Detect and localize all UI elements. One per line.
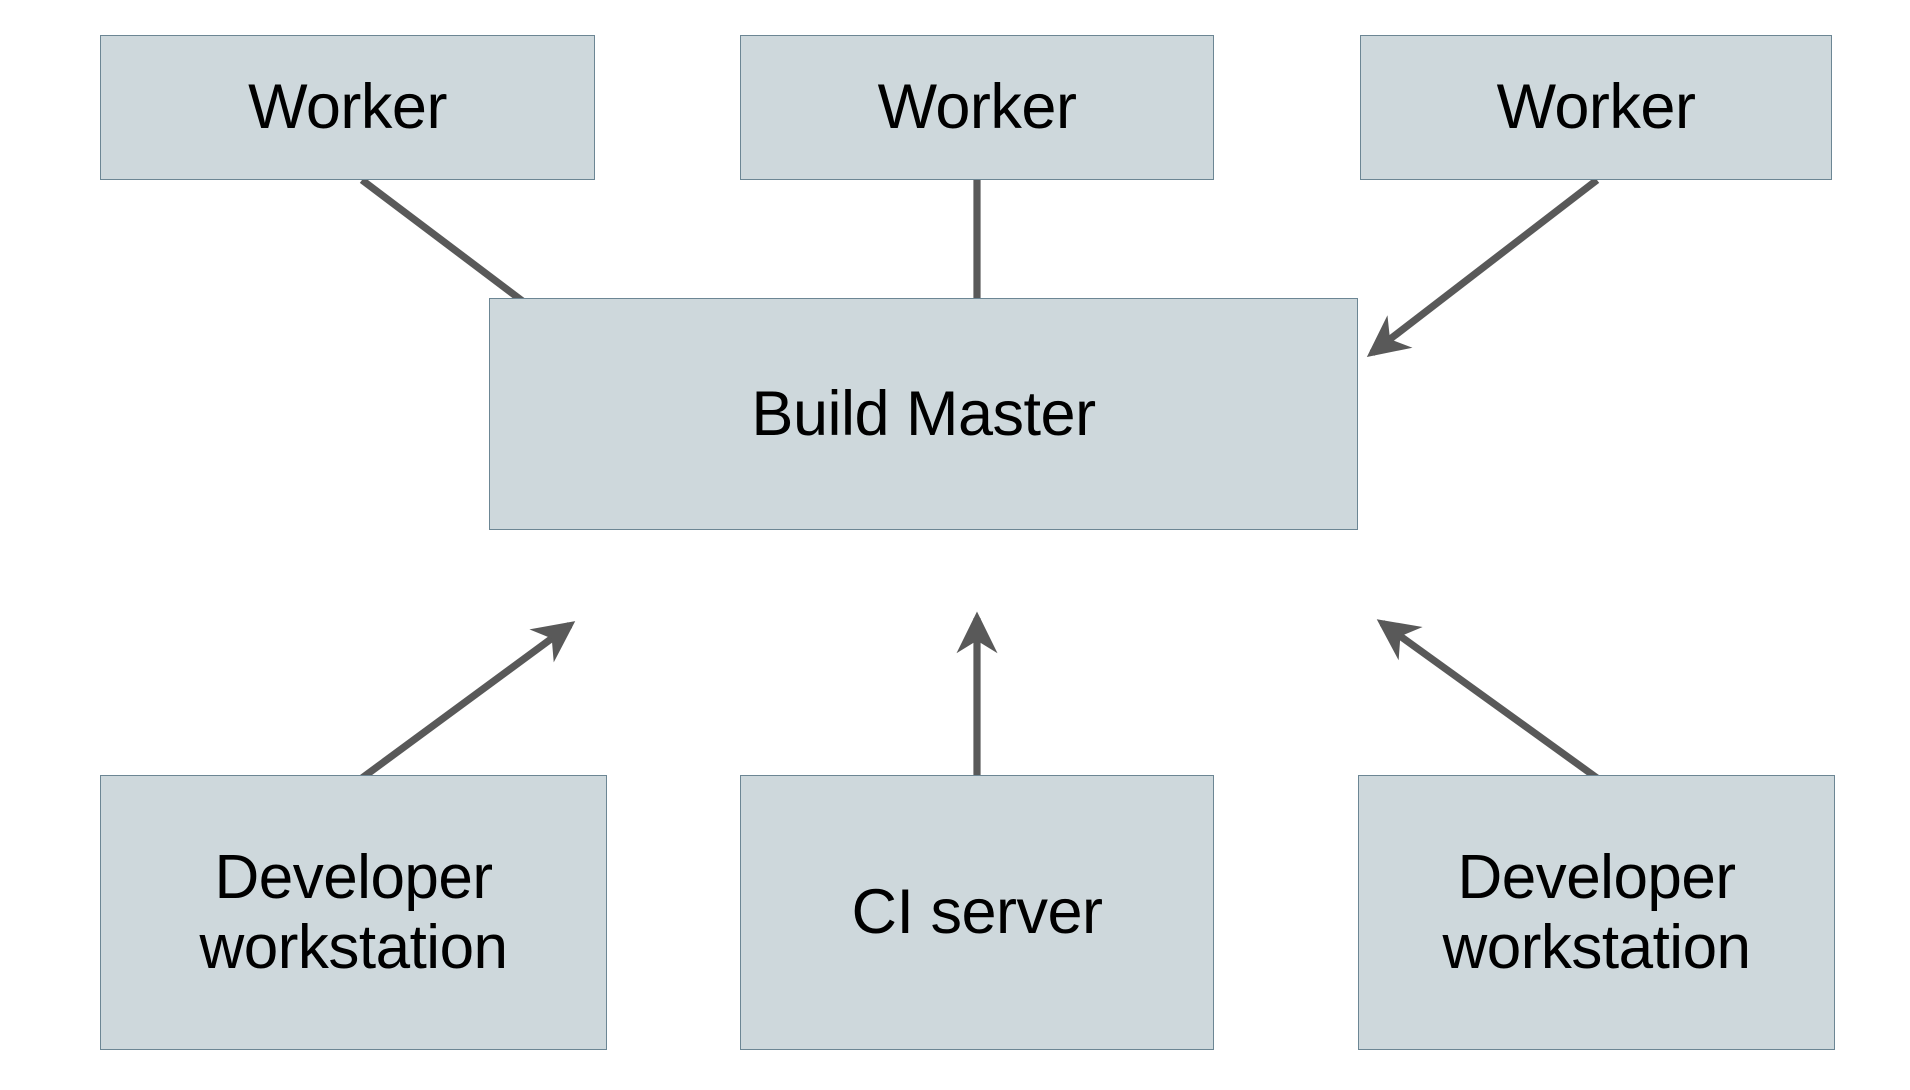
node-label-worker-3: Worker	[1496, 72, 1696, 143]
edge-worker3-to-build-master	[1366, 177, 1600, 357]
node-developer-workstation-right[interactable]: Developer workstation	[1358, 775, 1835, 1050]
node-build-master[interactable]: Build Master	[489, 298, 1358, 530]
node-label-worker-1: Worker	[248, 72, 447, 143]
node-ci-server[interactable]: CI server	[740, 775, 1214, 1050]
node-label-developer-workstation-right: Developer workstation	[1442, 843, 1751, 982]
node-worker-2[interactable]: Worker	[740, 35, 1214, 180]
edge-developer-workstation-right-to-build-master	[1376, 619, 1600, 781]
node-label-build-master: Build Master	[751, 378, 1096, 449]
node-worker-1[interactable]: Worker	[100, 35, 595, 180]
node-worker-3[interactable]: Worker	[1360, 35, 1832, 180]
node-label-developer-workstation-left: Developer workstation	[199, 843, 508, 982]
edge-developer-workstation-left-to-build-master	[359, 621, 576, 781]
node-developer-workstation-left[interactable]: Developer workstation	[100, 775, 607, 1050]
node-label-worker-2: Worker	[877, 72, 1077, 143]
node-label-ci-server: CI server	[851, 877, 1103, 948]
